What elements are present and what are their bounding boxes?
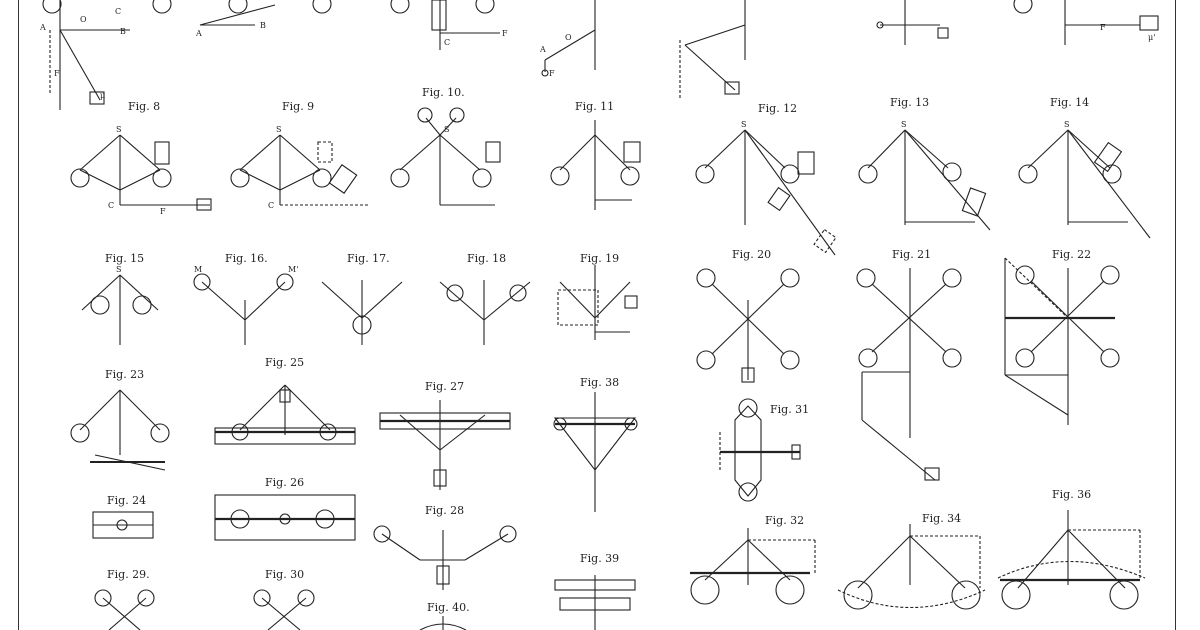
- strip-label: B: [260, 21, 266, 30]
- point-label: M': [288, 265, 298, 274]
- figure-38: Fig. 38: [553, 376, 638, 512]
- figure-caption: Fig. 12: [758, 102, 797, 115]
- strip-label: B: [120, 27, 126, 36]
- plate-border: [18, 0, 1176, 630]
- figure-39: Fig. 39: [554, 552, 636, 630]
- figure-18: Fig. 18: [439, 252, 531, 345]
- figure-30: Fig. 30: [253, 568, 315, 630]
- strip-label: F: [502, 29, 508, 38]
- figure-26: Fig. 26: [214, 476, 356, 541]
- strip-label: F: [1100, 23, 1106, 32]
- top-strip-labels: A O C B F μ A B C F A O F F μ': [39, 7, 1155, 100]
- figure-caption: Fig. 15: [105, 252, 144, 265]
- point-label: C: [268, 201, 274, 210]
- figure-caption: Fig. 23: [105, 368, 144, 381]
- figure-caption: Fig. 29.: [107, 568, 150, 581]
- figure-caption: Fig. 40.: [427, 601, 470, 614]
- figure-28: Fig. 28: [373, 504, 517, 590]
- figure-10: Fig. 10. S: [390, 86, 501, 206]
- figure-caption: Fig. 19: [580, 252, 619, 265]
- figure-caption: Fig. 31: [770, 403, 809, 416]
- point-label: S: [1064, 120, 1069, 129]
- figure-caption: Fig. 34: [922, 512, 961, 525]
- figure-caption: Fig. 21: [892, 248, 931, 261]
- figure-caption: Fig. 26: [265, 476, 304, 489]
- figure-14: Fig. 14 S: [1018, 96, 1151, 239]
- figure-15: Fig. 15 S: [81, 252, 159, 345]
- figure-caption: Fig. 8: [128, 100, 160, 113]
- figure-13: Fig. 13 S: [858, 96, 991, 231]
- figure-32: Fig. 32: [690, 514, 816, 605]
- figure-caption: Fig. 30: [265, 568, 304, 581]
- figure-29: Fig. 29.: [94, 568, 155, 630]
- figure-36: Fig. 36: [997, 488, 1146, 610]
- strip-label: O: [80, 15, 87, 24]
- strip-label: C: [115, 7, 121, 16]
- strip-label: A: [539, 45, 546, 54]
- point-label: S: [116, 125, 121, 134]
- figure-20: Fig. 20: [696, 248, 800, 383]
- point-label: S: [901, 120, 906, 129]
- point-label: S: [116, 265, 121, 274]
- figure-caption: Fig. 27: [425, 380, 464, 393]
- figure-25: Fig. 25: [214, 356, 356, 445]
- strip-label: O: [565, 33, 572, 42]
- figure-21: Fig. 21: [856, 248, 962, 481]
- figure-19: Fig. 19: [557, 252, 638, 340]
- point-label: S: [741, 120, 746, 129]
- figure-caption: Fig. 36: [1052, 488, 1091, 501]
- figure-caption: Fig. 25: [265, 356, 304, 369]
- figure-caption: Fig. 17.: [347, 252, 390, 265]
- point-label: S: [444, 125, 449, 134]
- figure-caption: Fig. 32: [765, 514, 804, 527]
- figure-caption: Fig. 9: [282, 100, 314, 113]
- figure-caption: Fig. 13: [890, 96, 929, 109]
- figure-34: Fig. 34: [837, 512, 986, 610]
- figure-caption: Fig. 18: [467, 252, 506, 265]
- figure-12: Fig. 12 S: [695, 102, 837, 256]
- figure-17: Fig. 17.: [321, 252, 403, 345]
- strip-label: μ': [1148, 33, 1155, 42]
- figure-27: Fig. 27: [379, 380, 511, 490]
- strip-label: A: [195, 29, 202, 38]
- top-strip: [42, 0, 1159, 110]
- figure-24: Fig. 24: [92, 494, 154, 539]
- figure-40: Fig. 40.: [419, 601, 470, 630]
- strip-label: A: [39, 23, 46, 32]
- strip-label: F: [549, 69, 555, 78]
- figure-caption: Fig. 10.: [422, 86, 465, 99]
- figure-8: Fig. 8 S C F: [70, 100, 212, 216]
- figure-16: Fig. 16. M M': [193, 252, 298, 345]
- point-label: M: [194, 265, 202, 274]
- figure-caption: Fig. 16.: [225, 252, 268, 265]
- point-label: C: [108, 201, 114, 210]
- figure-caption: Fig. 11: [575, 100, 614, 113]
- figure-9: Fig. 9 S C: [230, 100, 370, 210]
- figure-caption: Fig. 28: [425, 504, 464, 517]
- figure-31: Fig. 31: [719, 398, 809, 502]
- figure-23: Fig. 23: [70, 368, 170, 471]
- figure-caption: Fig. 38: [580, 376, 619, 389]
- figure-caption: Fig. 24: [107, 494, 146, 507]
- figure-caption: Fig. 14: [1050, 96, 1089, 109]
- point-label: F: [160, 207, 166, 216]
- figure-caption: Fig. 20: [732, 248, 771, 261]
- figure-caption: Fig. 39: [580, 552, 619, 565]
- strip-label: F: [54, 69, 60, 78]
- point-label: S: [276, 125, 281, 134]
- figure-caption: Fig. 22: [1052, 248, 1091, 261]
- strip-label: μ: [100, 91, 105, 100]
- figure-22: Fig. 22: [1004, 248, 1120, 425]
- strip-label: C: [444, 38, 450, 47]
- figure-11: Fig. 11: [550, 100, 641, 210]
